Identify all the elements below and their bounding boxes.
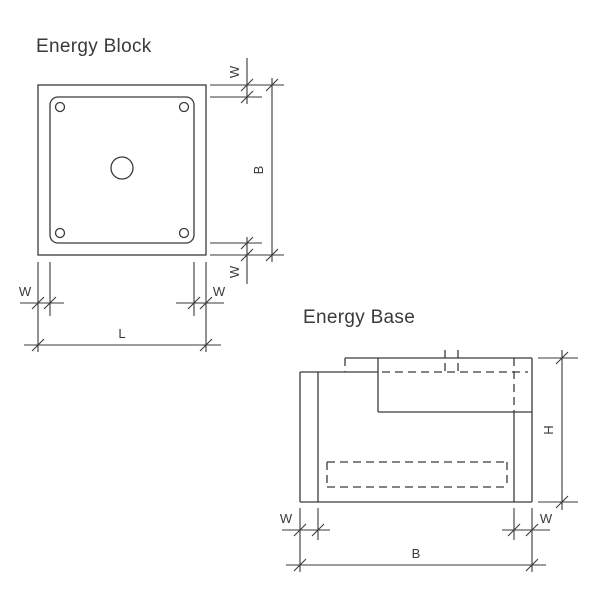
dim-tick [31, 296, 45, 310]
dim-tick [265, 78, 279, 92]
energy-block-outline [37, 84, 207, 256]
energy-block-title: Energy Block [36, 36, 152, 57]
energy-base-view: Energy Base [280, 307, 578, 572]
energy-base-outline [299, 357, 533, 503]
energy-base-hidden-lines [326, 350, 528, 488]
center-hole [110, 156, 134, 180]
inner-square [49, 96, 195, 244]
dim-tick [240, 78, 254, 92]
dim-tick [555, 351, 569, 365]
dim-tick [525, 523, 539, 537]
corner-hole-top-left [54, 101, 66, 113]
energy-block-dimensions: W B W W [19, 58, 284, 352]
dim-label-b: B [251, 166, 266, 175]
dim-tick [507, 523, 521, 537]
dim-label-w-bottom: W [227, 265, 242, 278]
dim-tick [199, 296, 213, 310]
dim-tick [43, 296, 57, 310]
dim-tick [240, 236, 254, 250]
dim-label-b: B [412, 546, 421, 561]
dim-tick [293, 523, 307, 537]
dim-label-h: H [541, 425, 556, 434]
dim-tick [199, 338, 213, 352]
dim-tick [265, 248, 279, 262]
outer-square [37, 84, 207, 256]
corner-hole-bottom-right [178, 227, 190, 239]
dim-tick [311, 523, 325, 537]
dim-label-w-left: W [19, 284, 32, 299]
dim-tick [240, 248, 254, 262]
dim-label-w-top: W [227, 65, 242, 78]
energy-block-view: Energy Block W [19, 36, 284, 352]
dim-tick [555, 495, 569, 509]
dim-tick [293, 558, 307, 572]
dim-tick [525, 558, 539, 572]
energy-base-title: Energy Base [303, 307, 415, 328]
dim-label-w-right: W [213, 284, 226, 299]
corner-hole-bottom-left [54, 227, 66, 239]
dim-tick [187, 296, 201, 310]
dim-label-w-right: W [540, 511, 553, 526]
dim-label-l: L [118, 326, 125, 341]
dim-label-w-left: W [280, 511, 293, 526]
dim-tick [31, 338, 45, 352]
corner-hole-top-right [178, 101, 190, 113]
energy-base-dimensions: H W W B [280, 350, 578, 572]
dim-tick [240, 90, 254, 104]
